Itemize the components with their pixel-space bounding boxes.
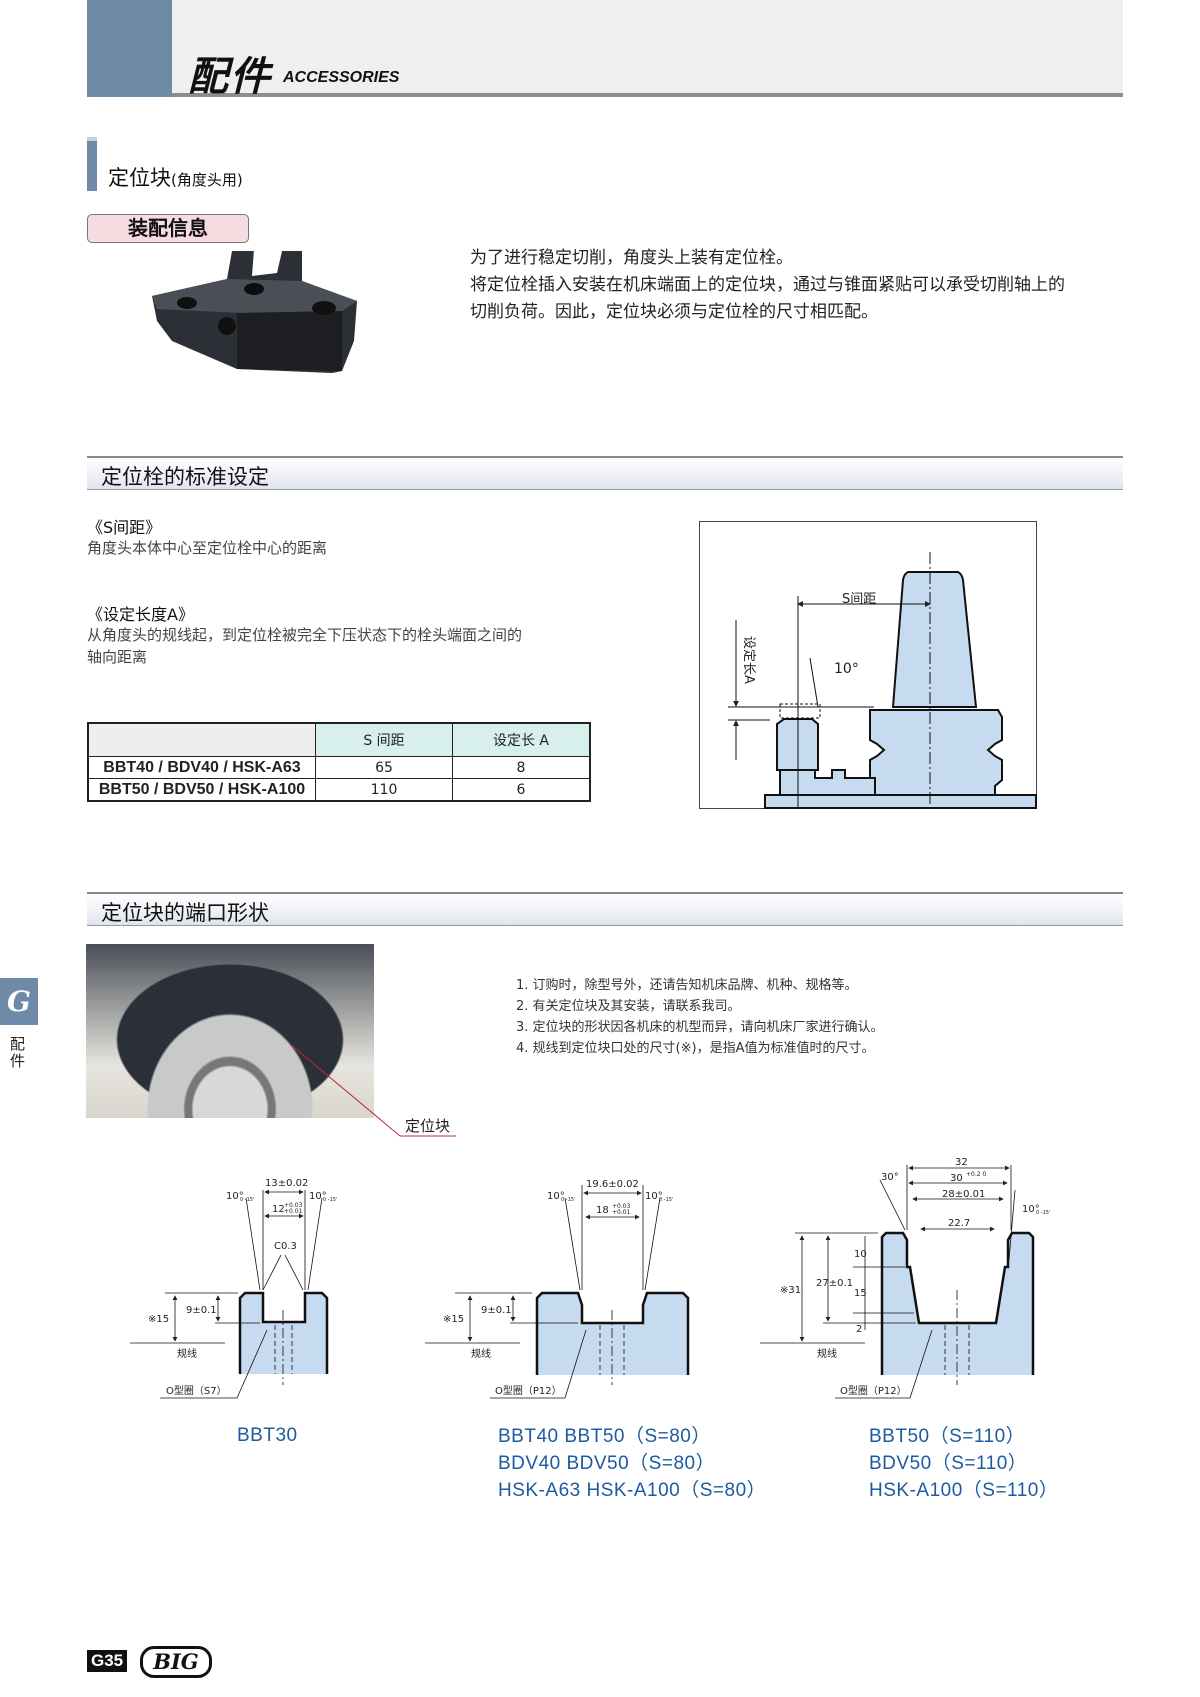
table-header-blank (87, 722, 316, 757)
intro-line-1: 为了进行稳定切削，角度头上装有定位栓。 (470, 248, 793, 268)
d3-depth: 27±0.1 (816, 1278, 853, 1289)
standard-setting-table: S 间距 设定长 A BBT40 / BDV40 / HSK-A63 65 8 … (87, 722, 591, 802)
page-title: 配件 (188, 54, 272, 100)
table-header-s: S 间距 (315, 722, 453, 757)
d1-ref: ※15 (148, 1314, 169, 1325)
table-header-row: S 间距 设定长 A (87, 722, 591, 757)
note-4: 4. 规线到定位块口处的尺寸(※)，是指A值为标准值时的尺寸。 (516, 1041, 875, 1056)
set-length-label: 《设定长度A》 (87, 605, 194, 624)
d3-width-28: 28±0.01 (942, 1189, 985, 1200)
d3-h10: 10 (854, 1249, 867, 1260)
table-cell-a: 6 (452, 778, 591, 802)
section-title-text: 定位块 (108, 166, 171, 190)
section-marker (87, 137, 97, 191)
d3-gauge-line: 规线 (817, 1347, 837, 1360)
d2-inner-tol-dn: +0.01 (612, 1209, 631, 1216)
drawing-3-caption-1: BBT50（S=110） (869, 1426, 1026, 1447)
side-tab-label: 配件 (10, 1035, 26, 1070)
drawing-2-caption-2: BDV40 BDV50（S=80） (498, 1453, 716, 1474)
d1-inner-tol-dn: +0.01 (284, 1208, 303, 1215)
d2-angle-right-tol: 0 -15' (659, 1197, 673, 1203)
d2-gauge-line: 规线 (471, 1347, 491, 1360)
big-logo: BIG (140, 1646, 212, 1678)
d1-inner-tol-up: +0.03 (284, 1202, 303, 1209)
drawing-2-bbt40 (425, 1185, 690, 1399)
page-subtitle: ACCESSORIES (283, 69, 400, 86)
table-row: BBT50 / BDV50 / HSK-A100 110 6 (87, 778, 591, 802)
section-title: 定位块(角度头用) (108, 162, 243, 192)
section-title-note: (角度头用) (171, 171, 243, 189)
table-cell-model: BBT40 / BDV40 / HSK-A63 (87, 756, 316, 779)
d2-inner-width: 18 (596, 1205, 609, 1216)
d3-width-30: 30 (950, 1173, 963, 1184)
side-tab-g[interactable]: G (0, 978, 38, 1025)
locating-block-product-image (152, 251, 357, 373)
d3-h15: 15 (854, 1288, 867, 1299)
d2-depth: 9±0.1 (481, 1305, 512, 1316)
drawing-3-caption-2: BDV50（S=110） (869, 1453, 1028, 1474)
table-cell-s: 110 (315, 778, 453, 802)
assembly-info-badge: 装配信息 (87, 214, 249, 243)
drawing-1-bbt30 (130, 1189, 329, 1399)
d1-inner-width: 12 (272, 1204, 285, 1215)
intro-line-2: 将定位栓插入安装在机床端面上的定位块，通过与锥面紧贴可以承受切削轴上的 (470, 275, 1065, 295)
d1-angle-left-tol: 0 -15' (240, 1197, 254, 1203)
d1-angle-right: 10° (309, 1191, 327, 1202)
drawing-3-bbt50 (760, 1165, 1035, 1399)
drawing-2-caption-1: BBT40 BBT50（S=80） (498, 1426, 711, 1447)
d3-h2: 2 (856, 1324, 862, 1335)
page-header (87, 0, 1123, 97)
d3-oring: O型圈（P12） (840, 1384, 907, 1397)
d1-oring: O型圈（S7） (166, 1384, 227, 1397)
set-length-desc-2: 轴向距离 (87, 648, 148, 666)
d3-angle-30: 30° (881, 1172, 899, 1183)
d1-gauge-line: 规线 (177, 1347, 197, 1360)
d2-inner-tol-up: +0.03 (612, 1203, 631, 1210)
s-distance-desc: 角度头本体中心至定位栓中心的距离 (87, 539, 328, 557)
spindle-photo (86, 944, 374, 1118)
d2-angle-right: 10° (645, 1191, 663, 1202)
note-3: 3. 定位块的形状因各机床的机型而异，请向机床厂家进行确认。 (516, 1020, 884, 1035)
d3-width-30-tol: +0.2 0 (966, 1171, 986, 1178)
d2-angle-left-tol: 0 -15' (561, 1197, 575, 1203)
d1-chamfer: C0.3 (274, 1241, 297, 1252)
table-cell-model: BBT50 / BDV50 / HSK-A100 (87, 778, 316, 802)
photo-callout-label: 定位块 (405, 1117, 451, 1135)
note-2: 2. 有关定位块及其安装，请联系我司。 (516, 999, 741, 1014)
d2-outer-width: 19.6±0.02 (586, 1179, 639, 1190)
section-bar-title: 定位块的端口形状 (101, 901, 269, 925)
table-row: BBT40 / BDV40 / HSK-A63 65 8 (87, 756, 591, 779)
page-number: G35 (87, 1650, 128, 1672)
section-bar-port-shape: 定位块的端口形状 (87, 892, 1123, 926)
header-accent-block (87, 0, 172, 97)
set-length-desc-1: 从角度头的规线起，到定位栓被完全下压状态下的栓头端面之间的 (87, 626, 523, 644)
drawing-1-caption: BBT30 (237, 1425, 298, 1446)
d1-depth: 9±0.1 (186, 1305, 217, 1316)
s-distance-label: 《S间距》 (87, 518, 162, 537)
d1-angle-left: 10° (226, 1191, 244, 1202)
d1-outer-width: 13±0.02 (265, 1178, 308, 1189)
table-cell-s: 65 (315, 756, 453, 779)
d3-ref: ※31 (780, 1285, 801, 1296)
section-bar-standard-setting: 定位栓的标准设定 (87, 456, 1123, 490)
d3-angle-10: 10° (1022, 1204, 1040, 1215)
d3-angle-10-tol: 0 -15' (1036, 1210, 1050, 1216)
d2-ref: ※15 (443, 1314, 464, 1325)
drawing-2-caption-3: HSK-A63 HSK-A100（S=80） (498, 1480, 767, 1501)
section-bar-title: 定位栓的标准设定 (101, 465, 269, 489)
d2-oring: O型圈（P12） (495, 1384, 562, 1397)
drawing-3-caption-3: HSK-A100（S=110） (869, 1480, 1059, 1501)
intro-line-3: 切削负荷。因此，定位块必须与定位栓的尺寸相匹配。 (470, 302, 878, 322)
standard-setting-diagram-frame (699, 521, 1037, 809)
d1-angle-right-tol: 0 -15' (323, 1197, 337, 1203)
d3-width-32: 32 (955, 1157, 968, 1168)
d2-angle-left: 10° (547, 1191, 565, 1202)
table-header-a: 设定长 A (452, 722, 591, 757)
note-1: 1. 订购时，除型号外，还请告知机床品牌、机种、规格等。 (516, 978, 858, 993)
d3-width-227: 22.7 (948, 1218, 970, 1229)
table-cell-a: 8 (452, 756, 591, 779)
